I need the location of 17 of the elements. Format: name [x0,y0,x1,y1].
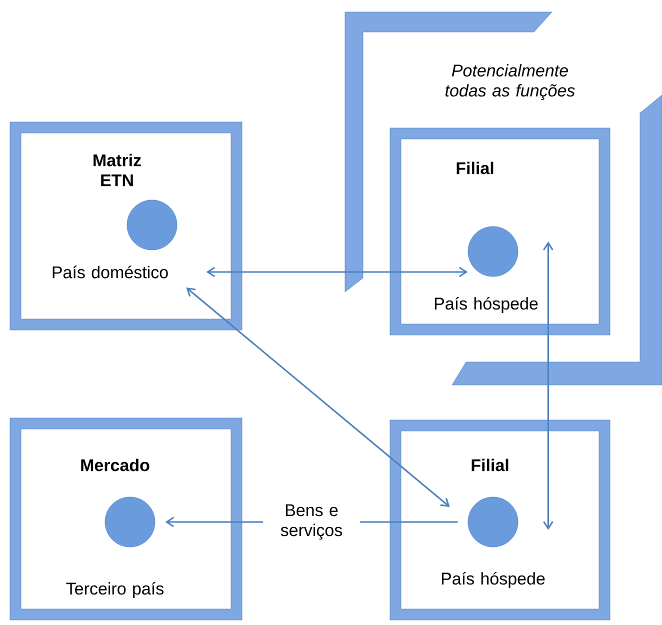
note-text: Potencialmente todas as funções [446,64,575,100]
country-label: País doméstico [52,266,168,278]
box-heading: Mercado [81,458,150,472]
edge-label: Bens e serviços [263,503,360,541]
arrow [543,242,554,530]
box-heading: Filial [472,458,508,472]
country-label: País hóspede [434,296,538,314]
arrow [206,266,468,278]
circle-marker [104,496,156,548]
circle-marker [468,226,518,277]
circle-marker [126,200,178,250]
country-label: Terceiro país [66,582,164,598]
box-heading: Filial [456,162,494,174]
country-label: País hóspede [442,572,545,588]
box-heading: Matriz ETN [94,154,141,186]
arrow [186,288,450,507]
circle-marker [468,496,518,548]
